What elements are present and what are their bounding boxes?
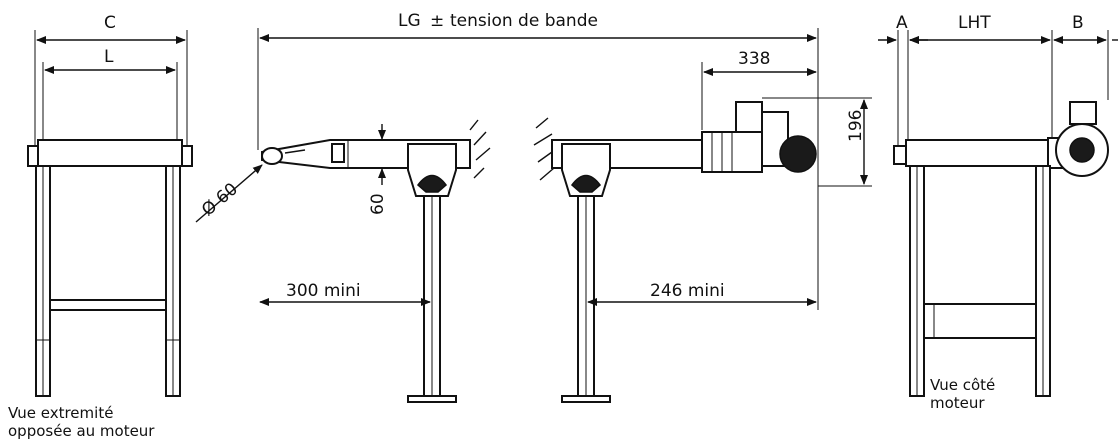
- motor-terminal-box-end: [1069, 101, 1097, 125]
- dim-tension-label: tension de bande: [450, 11, 598, 31]
- dim-lht-label: LHT: [958, 13, 991, 33]
- dim-300-label: 300 mini: [286, 281, 361, 301]
- dim-b-label: B: [1072, 13, 1084, 33]
- end-drum: [37, 139, 183, 167]
- dim-pm-label: ±: [430, 11, 444, 31]
- caption-right-line2: moteur: [930, 394, 985, 412]
- foot-right: [561, 395, 611, 403]
- motor-side-view: A LHT B Vue côté moteur: [878, 13, 1118, 412]
- nose-pulley: [261, 147, 283, 165]
- dim-246-label: 246 mini: [650, 281, 725, 301]
- dim-l-label: L: [104, 47, 114, 67]
- foot-left: [407, 395, 457, 403]
- dim-60-label: 60: [368, 193, 388, 215]
- break-mark-right: [533, 117, 555, 181]
- side-view: LG ± tension de bande Ø 60 60 300 mini: [195, 11, 872, 403]
- motor-terminal-box: [735, 101, 763, 133]
- cross-beam: [49, 299, 167, 311]
- shaft-end-left: [27, 145, 39, 167]
- cross-tube: [923, 303, 1037, 339]
- drive-drum: [905, 139, 1055, 167]
- caption-left-line1: Vue extremité: [8, 404, 113, 422]
- dim-lg-label: LG: [398, 11, 421, 31]
- dim-196-label: 196: [846, 110, 866, 142]
- dim-a-label: A: [896, 13, 908, 33]
- caption-left-line2: opposée au moteur: [8, 422, 155, 440]
- shaft-end-right: [181, 145, 193, 167]
- left-end-view: C L Vue extremité opposée au moteur: [8, 13, 193, 440]
- drive-pulley: [779, 135, 817, 173]
- dim-diam-line: [195, 164, 263, 223]
- caption-right-line1: Vue côté: [930, 376, 995, 394]
- shaft-end: [893, 145, 907, 165]
- dim-diam-label: Ø 60: [198, 179, 242, 220]
- dim-c-label: C: [104, 13, 116, 33]
- break-mark-left: [469, 119, 491, 179]
- dim-338-label: 338: [738, 49, 770, 69]
